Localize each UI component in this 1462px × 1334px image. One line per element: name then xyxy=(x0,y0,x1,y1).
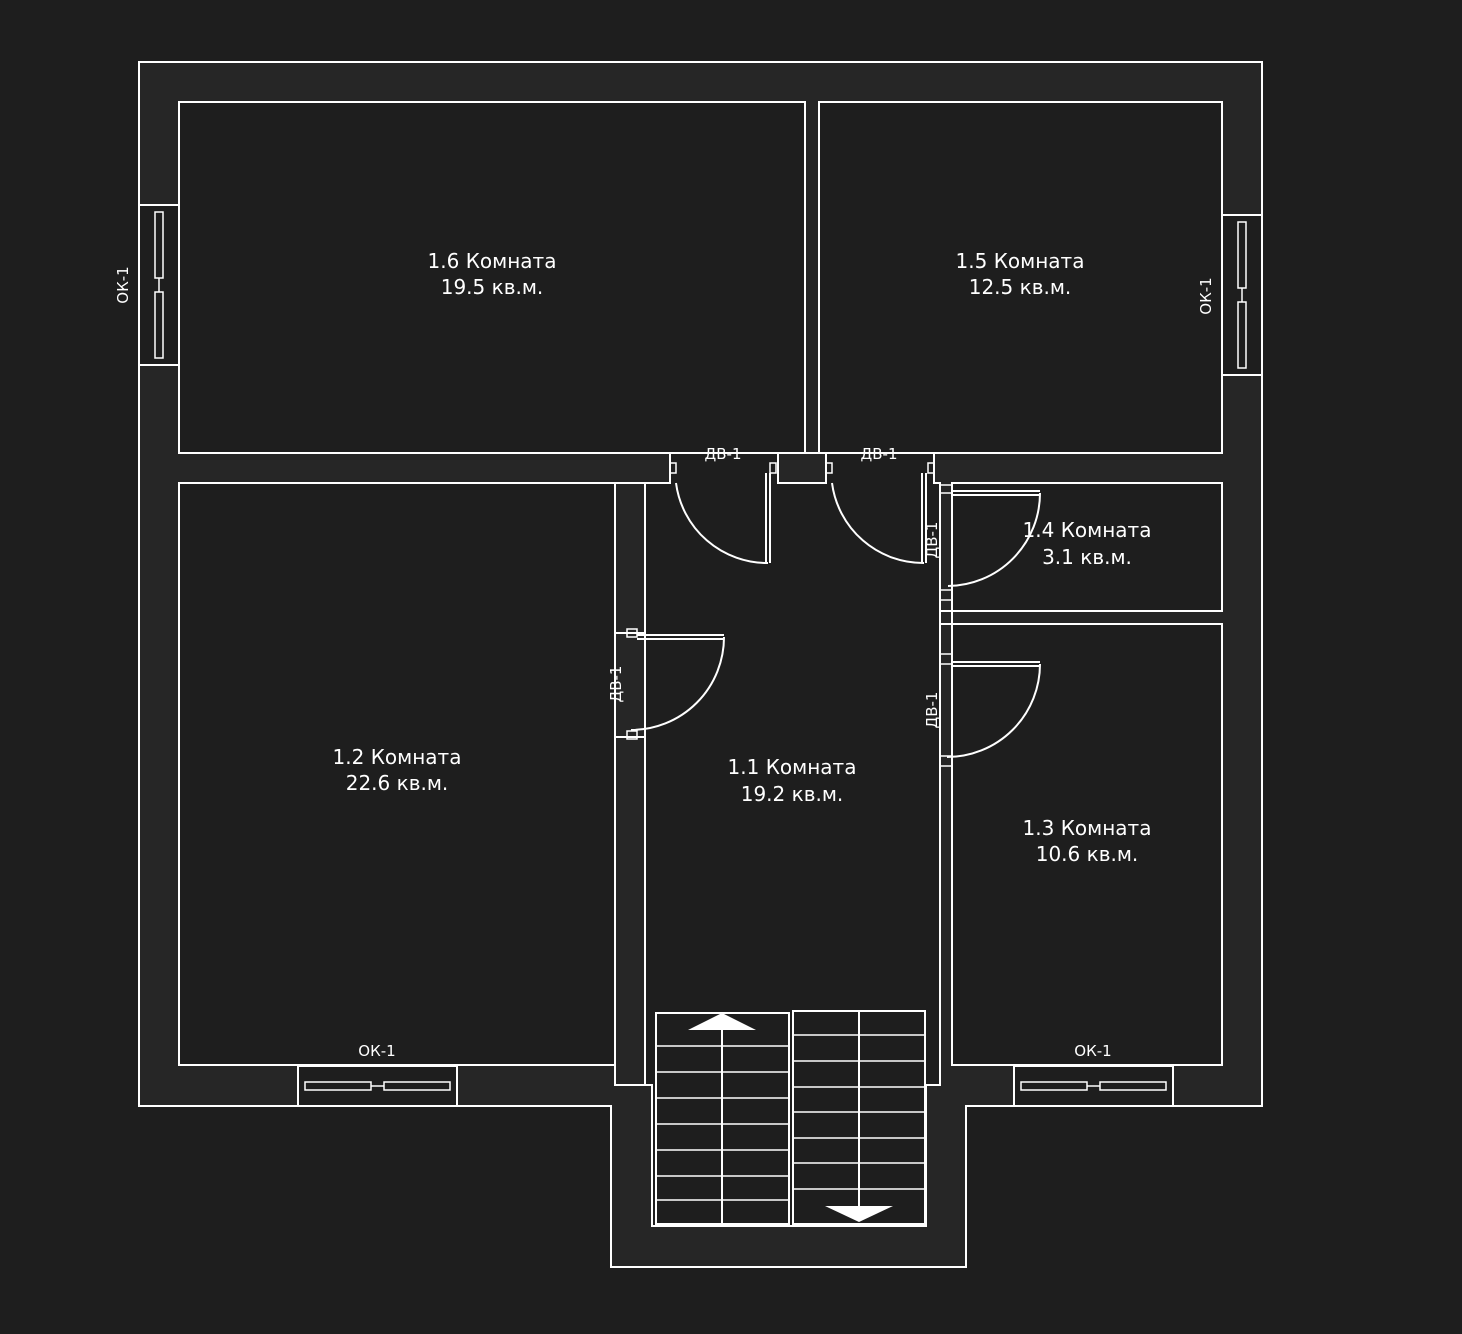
wall-stub xyxy=(614,736,646,1086)
staircase xyxy=(655,1010,926,1225)
door-tag: ДВ-1 xyxy=(607,666,625,703)
window-tag: ОК-1 xyxy=(358,1042,395,1060)
door-1-3 xyxy=(939,653,1041,767)
room-1-5-area: 12.5 кв.м. xyxy=(969,275,1072,299)
door-1-6 xyxy=(669,462,777,565)
room-1-6-name: 1.6 Комната xyxy=(428,249,557,273)
wall-stub xyxy=(939,610,953,625)
room-1-4-area: 3.1 кв.м. xyxy=(1042,545,1132,569)
door-tag: ДВ-1 xyxy=(705,445,742,463)
room-1-5-name: 1.5 Комната xyxy=(956,249,1085,273)
room-1-4 xyxy=(951,482,1223,612)
window-tag: ОК-1 xyxy=(1197,277,1215,314)
room-1-4-name: 1.4 Комната xyxy=(1023,518,1152,542)
door-tag: ДВ-1 xyxy=(861,445,898,463)
window-bottom-left xyxy=(297,1065,458,1107)
room-1-1 xyxy=(644,452,941,1227)
room-1-2-name: 1.2 Комната xyxy=(333,745,462,769)
door-tag: ДВ-1 xyxy=(923,522,941,559)
room-1-6 xyxy=(178,101,806,454)
window-bottom-right xyxy=(1013,1065,1174,1107)
door-1-5 xyxy=(825,462,935,565)
room-1-3-area: 10.6 кв.м. xyxy=(1036,842,1139,866)
room-1-3-name: 1.3 Комната xyxy=(1023,816,1152,840)
room-1-5 xyxy=(818,101,1223,454)
room-1-6-area: 19.5 кв.м. xyxy=(441,275,544,299)
room-1-3 xyxy=(951,623,1223,1066)
door-1-2 xyxy=(626,628,725,740)
room-1-1-name: 1.1 Комната xyxy=(728,755,857,779)
stairs-down-arrow-icon xyxy=(825,1206,893,1222)
room-1-1-area: 19.2 кв.м. xyxy=(741,782,844,806)
wall-stub xyxy=(614,482,646,634)
window-tag: ОК-1 xyxy=(114,266,132,303)
window-right xyxy=(1221,214,1263,376)
door-tag: ДВ-1 xyxy=(923,692,941,729)
door-1-4 xyxy=(939,484,1041,601)
room-1-2 xyxy=(178,482,616,1066)
window-tag: ОК-1 xyxy=(1074,1042,1111,1060)
stairs-up-arrow-icon xyxy=(688,1013,756,1030)
window-left xyxy=(138,204,180,366)
room-1-2-area: 22.6 кв.м. xyxy=(346,771,449,795)
